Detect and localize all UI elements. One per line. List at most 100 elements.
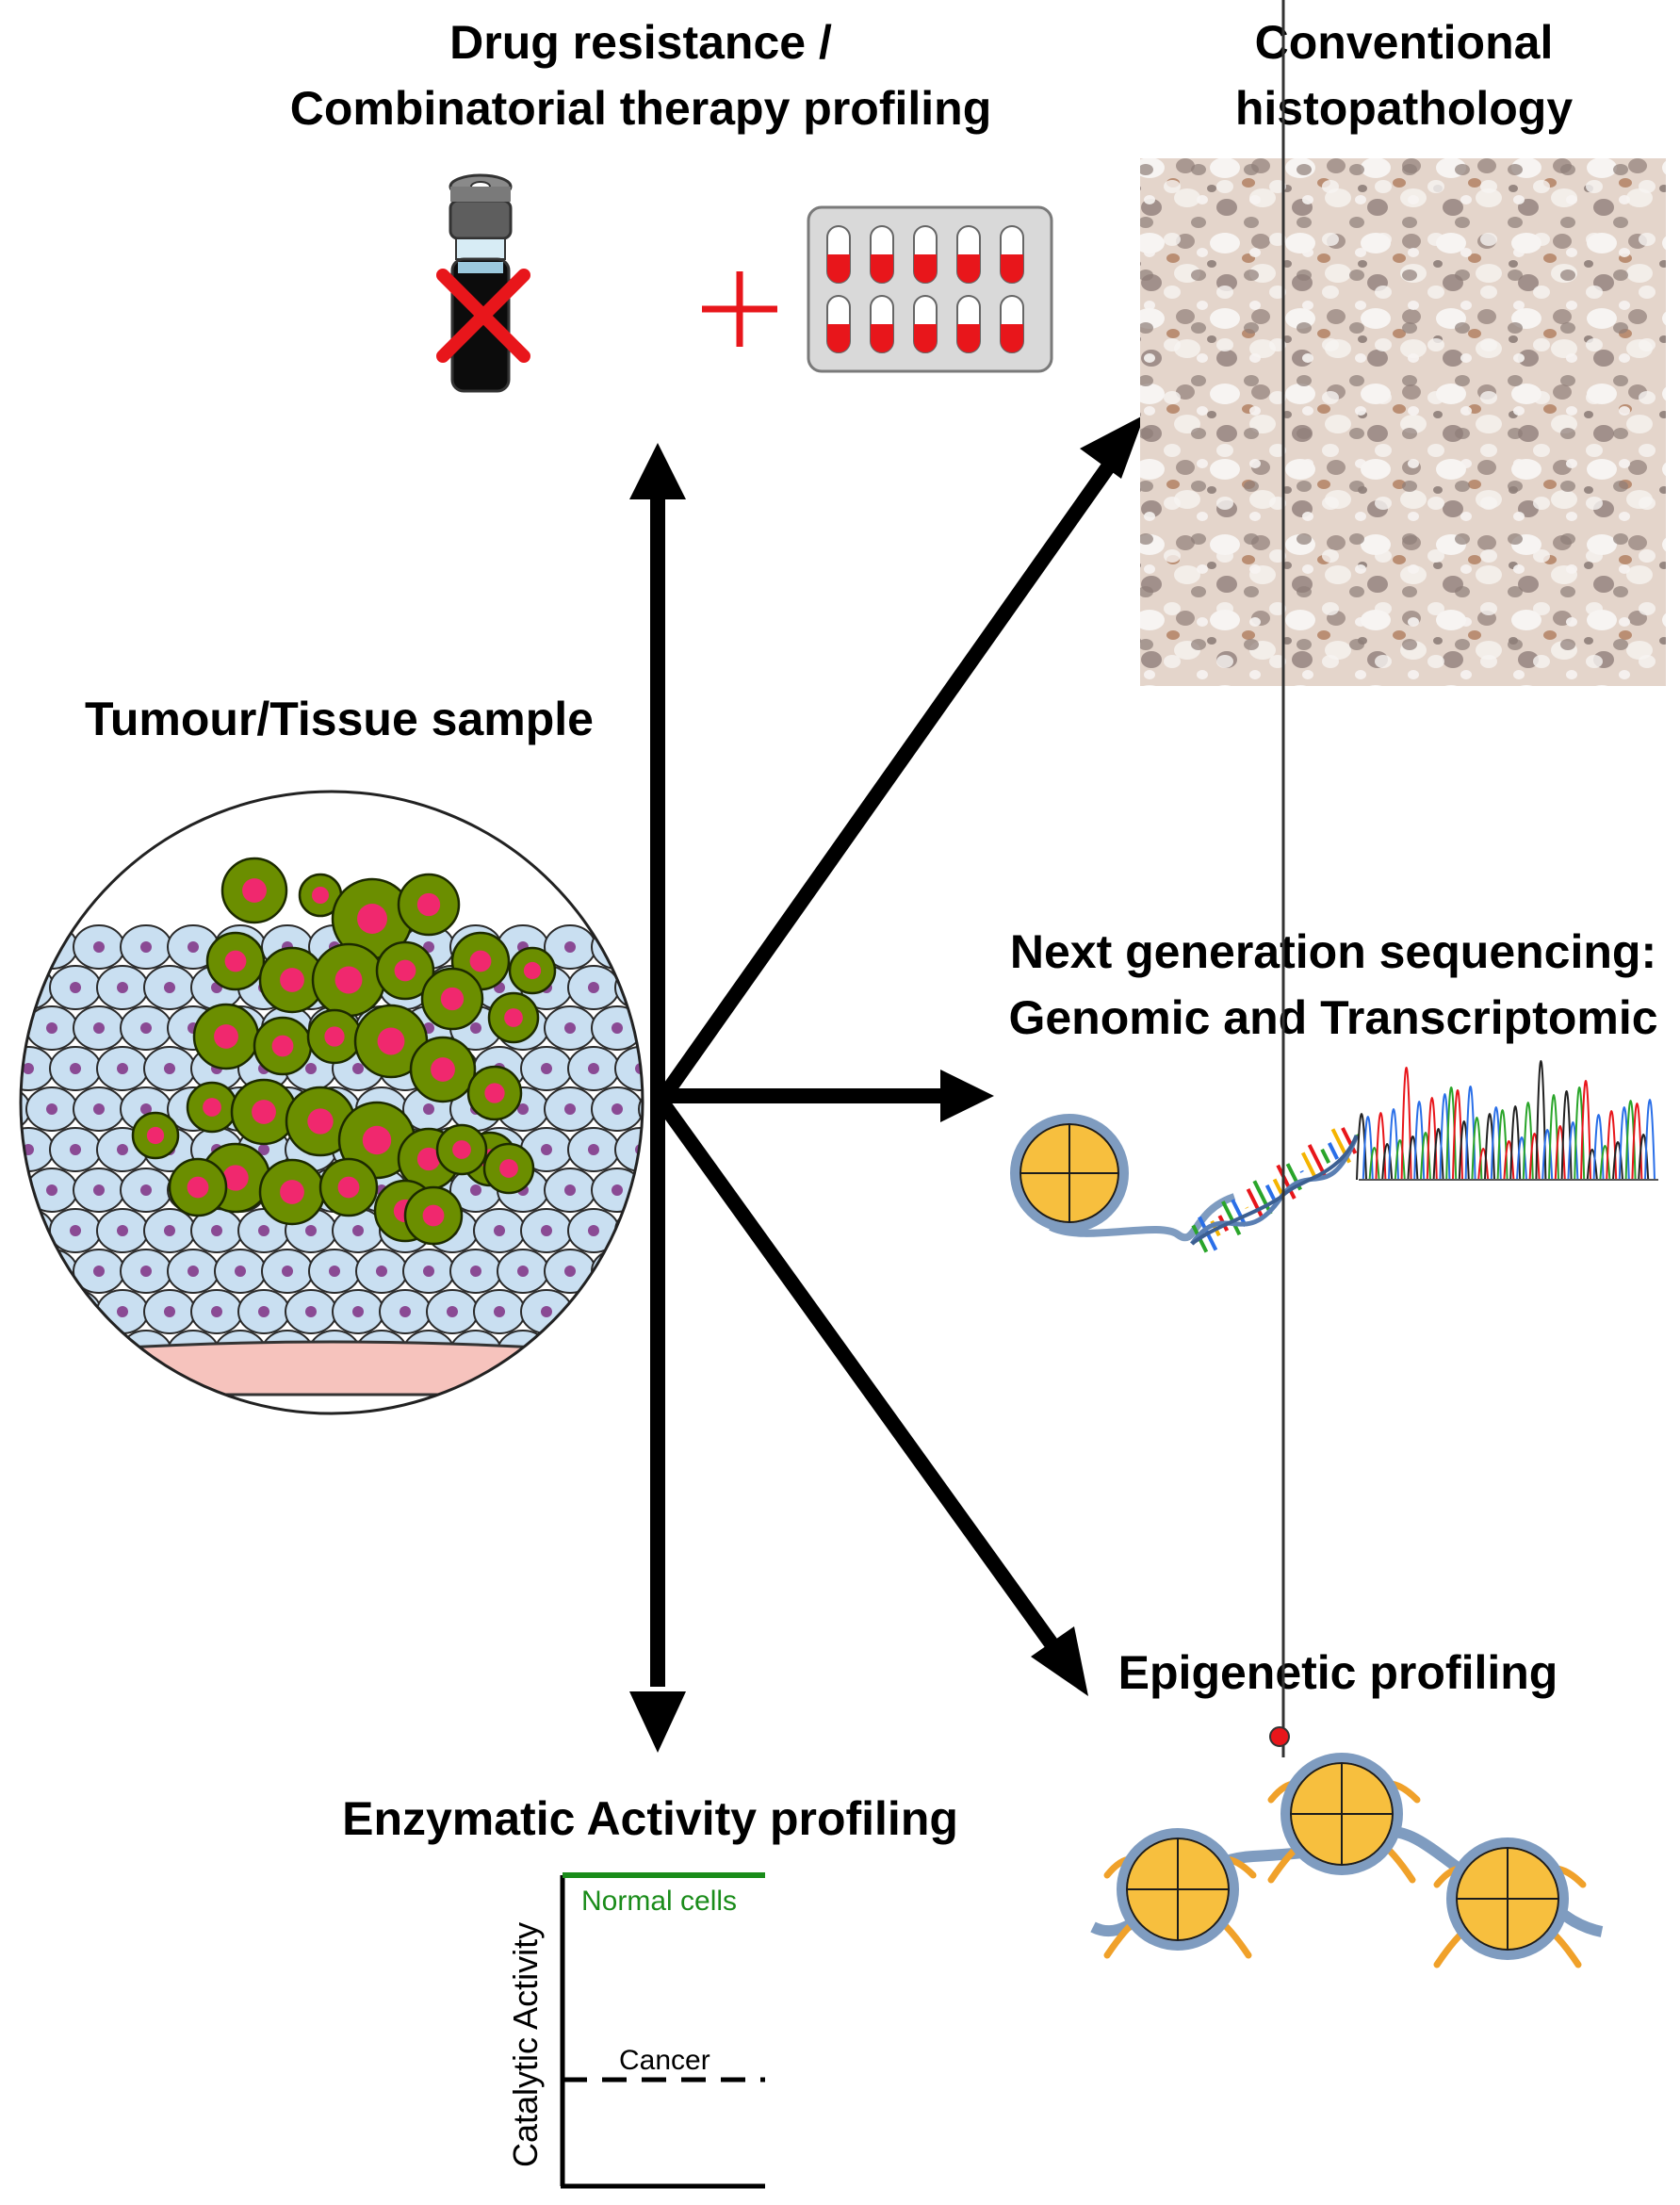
arrow-up-head: [629, 443, 686, 499]
normal-cell: [96, 1289, 149, 1334]
dna-base-pair: [1327, 1142, 1340, 1160]
normal-cell: [49, 1127, 102, 1172]
normal-cell: [21, 1046, 55, 1091]
normal-cell: [73, 1086, 125, 1132]
cancer-cell: [409, 1036, 477, 1103]
normal-cell: [544, 1168, 596, 1213]
normal-cell: [25, 1330, 78, 1375]
dna-base-pair: [1276, 1164, 1297, 1200]
chromatogram-peak: [1471, 1117, 1483, 1181]
chromatogram-peak: [1394, 1139, 1406, 1181]
cancer-cell: [420, 967, 484, 1031]
dna-strand: [1190, 1135, 1359, 1246]
epigenetic-title: Epigenetic profiling: [1117, 1646, 1558, 1699]
red-cross-icon: [436, 269, 530, 363]
cancer-cell: [375, 940, 435, 1001]
cancer-cell: [397, 873, 461, 937]
chromatogram-peak: [1464, 1086, 1476, 1181]
enzymatic-title: Enzymatic Activity profiling: [342, 1792, 958, 1845]
nucleosome-icon: [1433, 1838, 1587, 1968]
enzymatic-chart: Normal cells Cancer Catalytic Activity: [506, 1872, 765, 2189]
normal-cell: [73, 1005, 125, 1051]
pill-pack-icon: [807, 205, 1053, 373]
normal-cell: [285, 1289, 337, 1334]
normal-cell: [21, 965, 55, 1010]
arrow-histopathology-head: [1080, 415, 1145, 479]
arrows: [629, 415, 1145, 1753]
pill-icon: [956, 295, 981, 353]
pill-icon: [913, 225, 938, 284]
normal-cell: [379, 1289, 432, 1334]
normal-cell: [21, 1330, 31, 1375]
cancer-label: Cancer: [619, 2045, 710, 2076]
chromatogram-peak: [1407, 1135, 1419, 1181]
methyl-mark-icon: [1269, 1726, 1290, 1747]
normal-cell: [591, 1086, 643, 1132]
chromatogram-peak: [1586, 1149, 1598, 1181]
cancer-cell: [403, 1185, 464, 1246]
nucleosome-icon: [1267, 1753, 1421, 1884]
normal-cell: [120, 1005, 172, 1051]
normal-cell: [591, 1330, 643, 1375]
normal-cell: [261, 1249, 314, 1294]
ngs-illustration: [1010, 1060, 1658, 1253]
normal-cell: [167, 1249, 220, 1294]
cancer-cell: [186, 1081, 238, 1134]
cancer-cell: [168, 1157, 228, 1217]
normal-cell: [25, 924, 78, 970]
histopathology-image: [1140, 158, 1666, 686]
normal-cell: [567, 1046, 620, 1091]
normal-cell: [96, 1208, 149, 1253]
normal-cell: [520, 1046, 573, 1091]
normal-cell: [544, 1086, 596, 1132]
normal-cell: [143, 1046, 196, 1091]
normal-cell: [332, 1289, 384, 1334]
ngs-title-line2: Genomic and Transcriptomic: [1008, 991, 1658, 1044]
histopathology-title: Conventional histopathology: [1168, 9, 1639, 141]
epigenetic-illustration: [1090, 0, 1604, 1968]
chromatogram-peak: [1631, 1102, 1643, 1181]
normal-cell: [662, 1209, 713, 1252]
chromatogram-peak: [1458, 1120, 1470, 1181]
normal-cell: [120, 924, 172, 970]
chromatogram-peak: [1432, 1128, 1444, 1181]
drug-title-line2: Combinatorial therapy profiling: [289, 82, 992, 135]
chromatogram-peak: [1541, 1129, 1554, 1181]
chromatogram-peak: [1452, 1089, 1463, 1181]
cancer-cell: [487, 991, 540, 1044]
normal-cell: [25, 1086, 78, 1132]
chromatogram-peak: [1535, 1060, 1547, 1181]
normal-cells-label: Normal cells: [581, 1886, 737, 1917]
normal-cell: [73, 1168, 125, 1213]
normal-cell: [143, 1289, 196, 1334]
normal-cell: [355, 1249, 408, 1294]
chromatogram-peak: [1554, 1125, 1566, 1181]
normal-cell: [237, 1289, 290, 1334]
normal-cell: [567, 965, 620, 1010]
chromatogram-peak: [1503, 1140, 1515, 1181]
normal-cell: [426, 1289, 479, 1334]
pill-icon: [870, 225, 894, 284]
normal-cell: [497, 1249, 549, 1294]
arrow-ngs-head: [940, 1070, 994, 1122]
chromatogram-peak: [1548, 1094, 1559, 1181]
arrow-epigenetic-head: [1031, 1626, 1088, 1696]
normal-cell: [96, 965, 149, 1010]
normal-cell: [473, 1289, 526, 1334]
pill-icon: [870, 295, 894, 353]
normal-cell: [49, 1046, 102, 1091]
dna-base-pair: [1246, 1188, 1264, 1217]
chromatogram-peak: [1362, 1116, 1374, 1181]
chromatogram-peak: [1477, 1148, 1490, 1181]
cancer-cell: [482, 1142, 535, 1195]
dna-base-pair: [1252, 1180, 1273, 1216]
pill-icon: [826, 295, 851, 353]
cancer-cell: [192, 1003, 260, 1070]
normal-cell: [167, 924, 220, 970]
arrow-histopathology-shaft: [653, 457, 1118, 1107]
normal-cell: [21, 1168, 31, 1213]
normal-cell: [143, 965, 196, 1010]
chromatogram-peak: [1420, 1132, 1431, 1181]
tumour-title: Tumour/Tissue sample: [85, 693, 594, 745]
normal-cell: [21, 1249, 31, 1294]
